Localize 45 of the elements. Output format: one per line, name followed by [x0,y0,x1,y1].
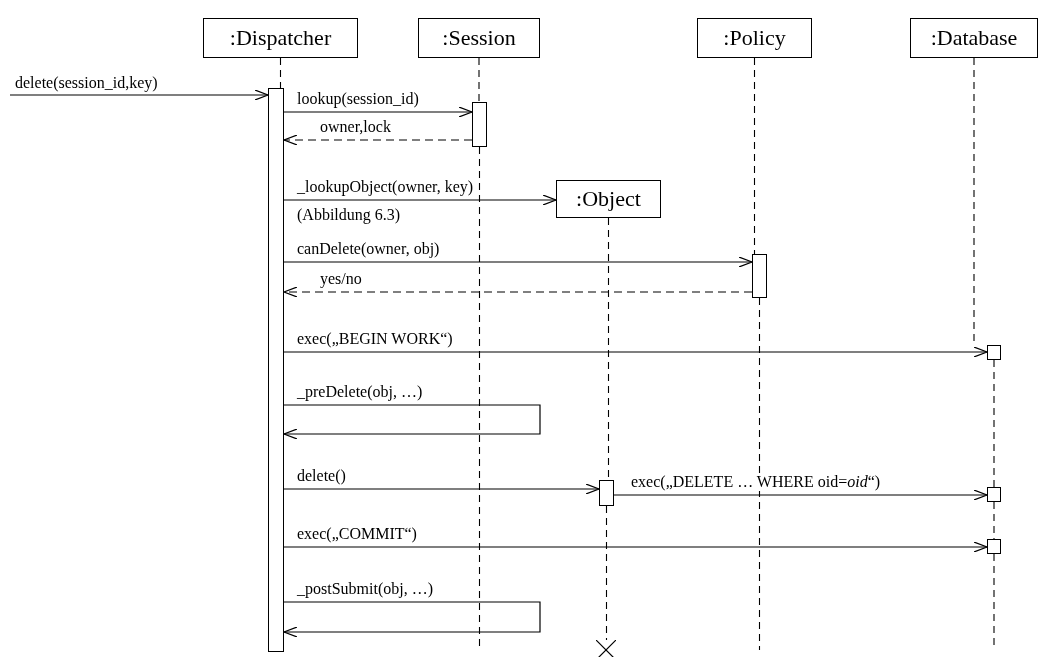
edge-label: delete() [296,467,347,485]
lifeline [605,505,608,641]
edge-label: lookup(session_id) [296,90,420,108]
message-arrow [283,194,557,206]
lifeline [279,57,282,89]
message-arrow [283,256,753,268]
note-text: (Abbildung 6.3) [296,206,402,224]
message-arrow [283,601,541,638]
edge-label: yes/no [319,270,363,288]
activation-box [987,539,1001,554]
edge-label: canDelete(owner, obj) [296,240,441,258]
edge-label: delete(session_id,key) [14,74,159,92]
lifeline-head: :Session [418,18,540,58]
activation-box [987,487,1001,502]
message-arrow [9,89,269,101]
activation-bar [599,480,614,506]
lifeline [478,57,480,103]
message-arrow [283,483,600,495]
return-arrow [283,134,473,146]
return-arrow [283,286,753,298]
message-arrow [283,346,988,358]
activation-bar [472,102,487,147]
edge-label: _lookupObject(owner, key) [296,178,475,196]
lifeline [993,501,995,540]
message-arrow [283,106,473,118]
message-arrow [283,404,541,440]
edge-label: exec(„COMMIT“) [296,525,418,543]
activation-bar [752,254,767,298]
edge-label: owner,lock [319,118,392,136]
lifeline [993,359,995,488]
lifeline [753,57,756,255]
lifeline-head: :Dispatcher [203,18,358,58]
edge-label: _preDelete(obj, …) [296,383,424,401]
edge-label: exec(„BEGIN WORK“) [296,330,454,348]
lifeline [758,297,761,651]
edge-label: exec(„DELETE … WHERE oid=oid“) [630,473,882,491]
lifeline-head: :Object [556,180,661,218]
destroy-mark [596,640,616,657]
message-arrow [613,489,988,501]
lifeline-head: :Policy [697,18,812,58]
lifeline-head: :Database [910,18,1038,58]
message-arrow [283,541,988,553]
edge-label: _postSubmit(obj, …) [296,580,434,598]
activation-box [987,345,1001,360]
activation-bar [268,88,284,652]
